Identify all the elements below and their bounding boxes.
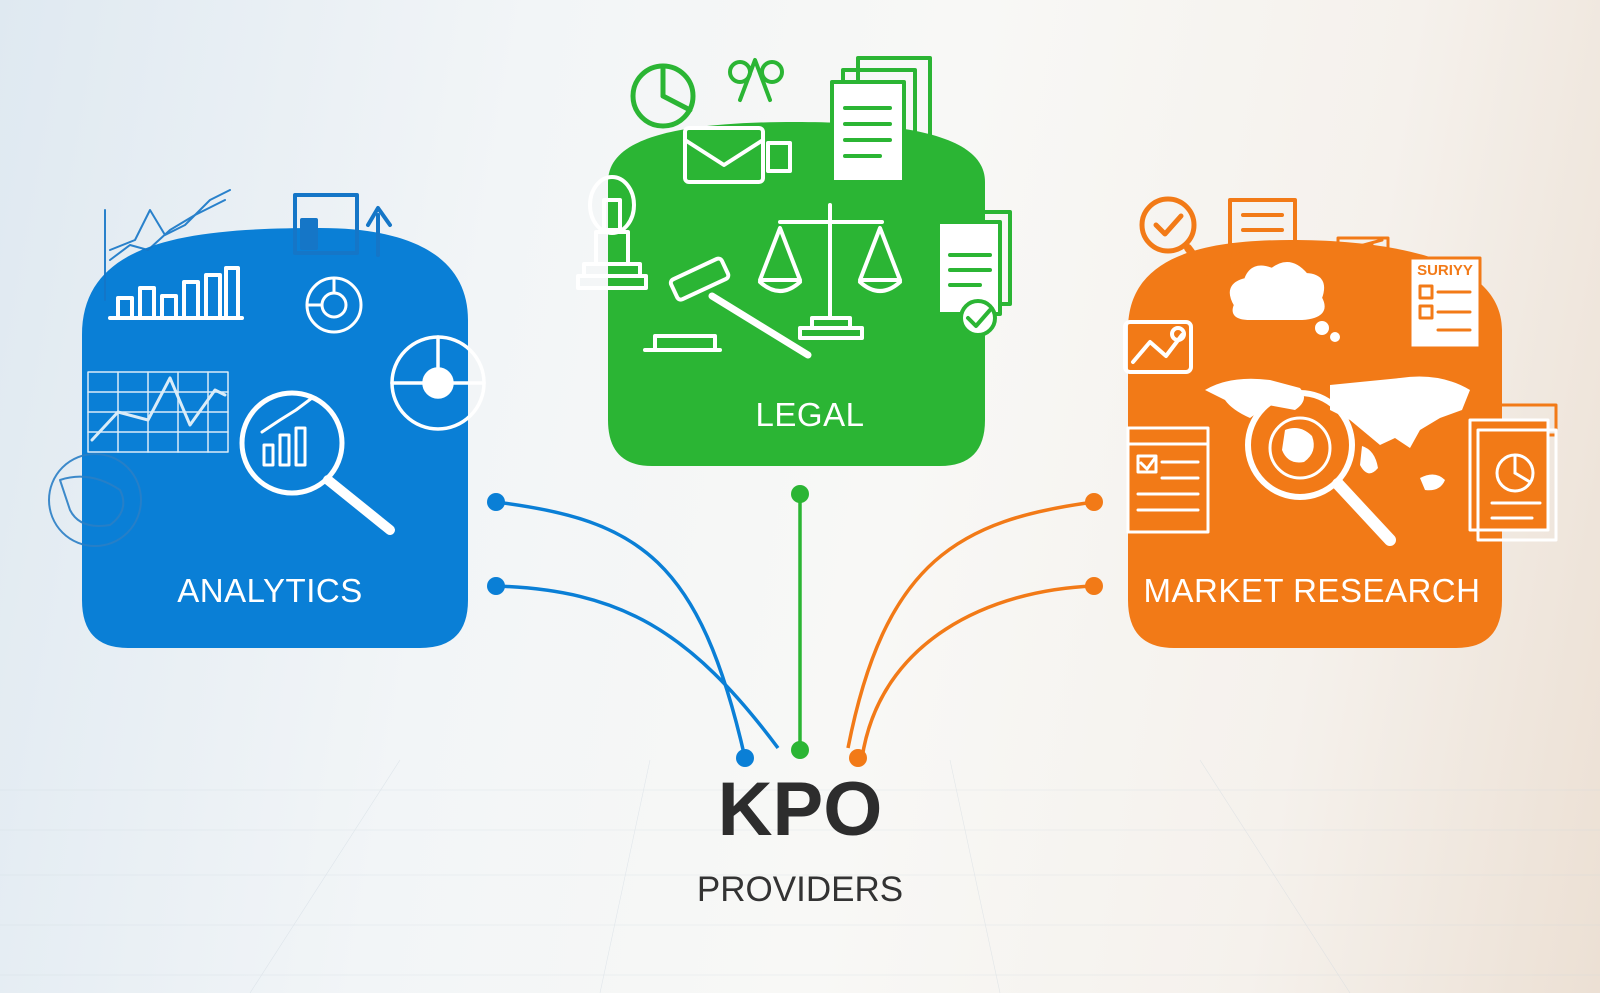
pie-chart-icon (630, 63, 696, 129)
legal-label: LEGAL (755, 396, 865, 433)
connector-market-2 (860, 584, 1095, 759)
survey-label: SURIYY (1417, 262, 1473, 279)
connector-analytics-2 (495, 584, 780, 750)
plant-icon (728, 58, 784, 102)
legal-panel (576, 56, 1012, 466)
connectors (487, 485, 1103, 767)
survey-icon: SURIYY (1408, 256, 1482, 350)
node-market-top (1085, 493, 1103, 511)
magnifier-chart-icon (239, 390, 395, 535)
chat-bubble-icon (1228, 198, 1297, 264)
scales-of-justice-icon (758, 203, 902, 340)
legal-icons (576, 56, 1012, 359)
checklist-icon (1126, 426, 1210, 534)
magnifier-check-icon (1139, 196, 1210, 276)
hub-title: KPO (717, 767, 883, 852)
hub-subtitle: PROVIDERS (696, 870, 904, 909)
pie-chart-icon (305, 276, 363, 334)
node-hub-market (849, 749, 867, 767)
node-hub-analytics (736, 749, 754, 767)
node-analytics-bottom (487, 577, 505, 595)
node-hub-legal (791, 741, 809, 759)
growth-arrow-icon (293, 193, 392, 257)
magnifier-globe-icon (1245, 390, 1396, 546)
market-research-panel: SURIYY (1123, 196, 1558, 648)
documents-icon (830, 56, 932, 184)
background-grid (0, 759, 1600, 993)
market-research-label: MARKET RESEARCH (1143, 572, 1481, 609)
grid-graph-icon (87, 371, 229, 453)
analytics-label: ANALYTICS (177, 572, 363, 609)
briefcase-icon (683, 126, 792, 184)
certificate-check-icon (936, 210, 1012, 337)
analytics-icons (48, 189, 486, 547)
legal-panel-shape (608, 122, 985, 466)
line-chart-icon (104, 189, 231, 301)
report-icon (1468, 403, 1558, 542)
bar-chart-icon (1336, 236, 1390, 276)
gavel-icon (643, 256, 812, 359)
connector-market-1 (846, 500, 1095, 749)
donut-chart-icon (390, 335, 486, 431)
photo-chart-bubble-icon (1123, 320, 1193, 374)
connector-analytics-1 (495, 500, 747, 759)
world-map-icon (1205, 376, 1470, 491)
analytics-panel-shape (82, 228, 468, 648)
node-legal-top (791, 485, 809, 503)
globe-icon (48, 453, 142, 547)
node-market-bottom (1085, 577, 1103, 595)
market-research-icons: SURIYY (1123, 196, 1558, 546)
bar-chart-icon (108, 266, 244, 320)
thought-cloud-icon (1229, 262, 1340, 342)
node-analytics-top (487, 493, 505, 511)
analytics-panel (48, 189, 486, 648)
trophy-icon (576, 175, 648, 290)
